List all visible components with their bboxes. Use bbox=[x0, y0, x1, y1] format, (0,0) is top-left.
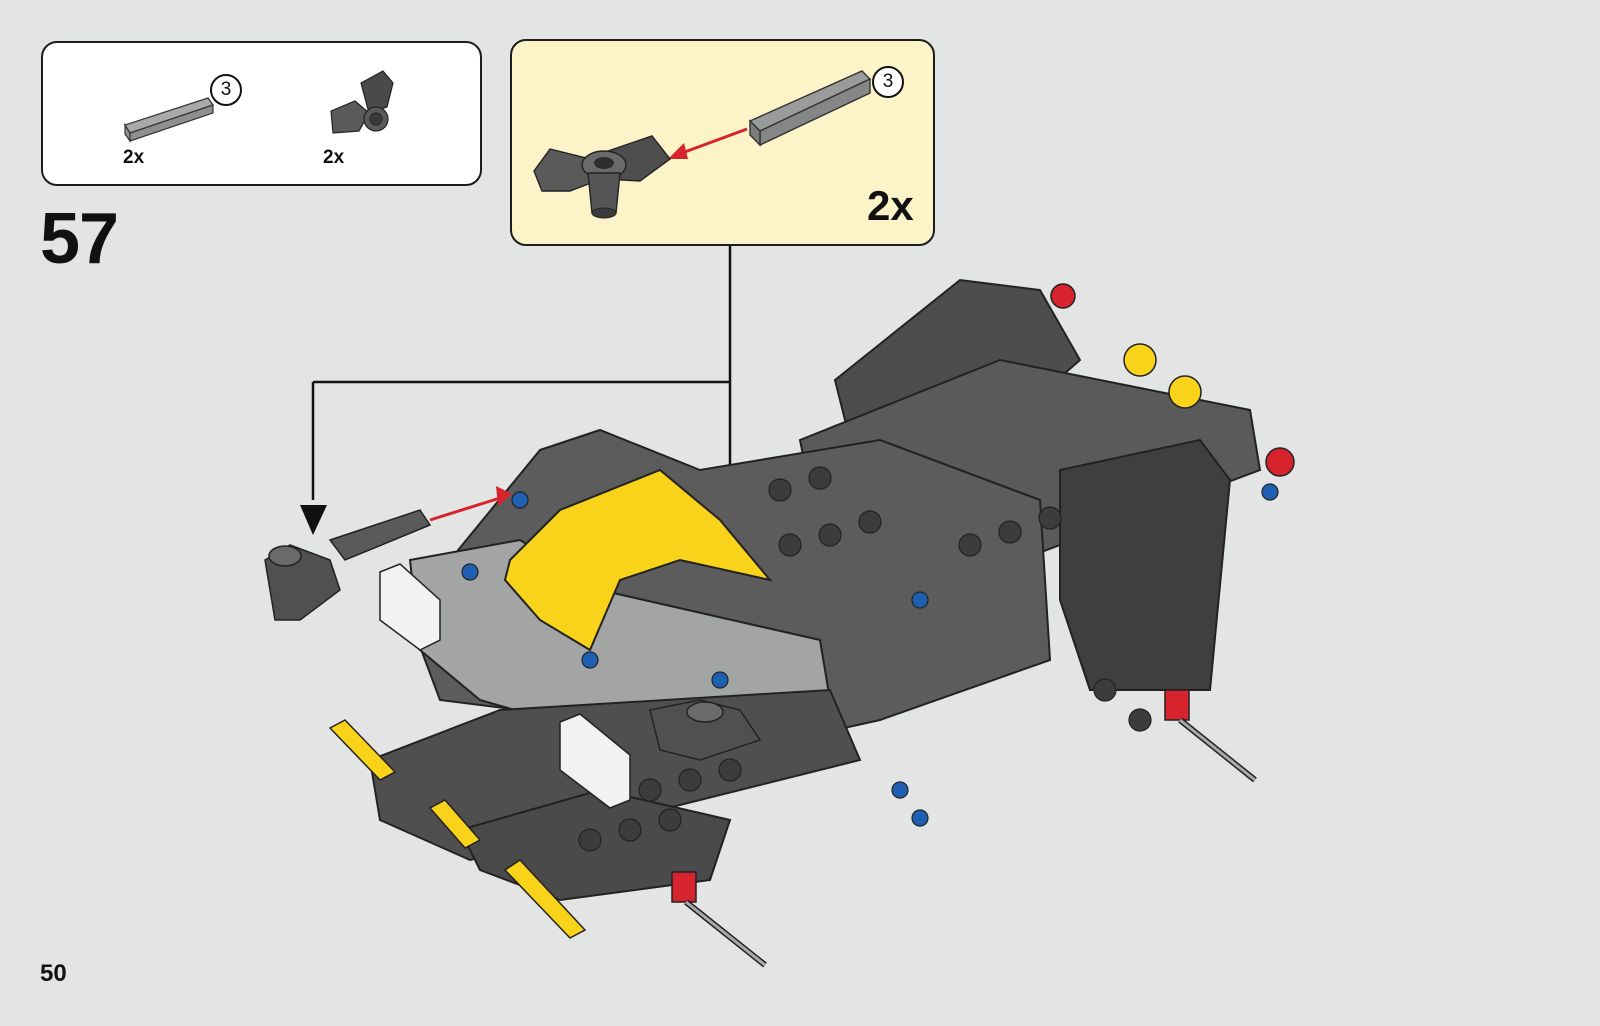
placement-arrow-right-icon bbox=[716, 660, 744, 695]
model-body bbox=[265, 280, 1294, 965]
axle-part-icon bbox=[125, 98, 213, 141]
insert-arrow-icon bbox=[668, 129, 747, 159]
angle-connector-quantity: 2x bbox=[323, 147, 344, 169]
sub-axle-length-badge: 3 bbox=[872, 66, 904, 98]
axle-quantity: 2x bbox=[123, 147, 144, 169]
callout-lines bbox=[300, 246, 744, 695]
sub-assembly-quantity: 2x bbox=[867, 182, 914, 230]
page-number: 50 bbox=[40, 960, 67, 988]
sub-assembly-callout: 3 2x bbox=[510, 39, 935, 246]
parts-list-illustration bbox=[43, 43, 484, 188]
sub-angle-connector-icon bbox=[534, 136, 670, 218]
axle-length-badge: 3 bbox=[210, 74, 242, 106]
placement-arrow-left-icon bbox=[300, 505, 327, 535]
sub-axle-icon bbox=[750, 71, 870, 145]
angle-connector-part-icon bbox=[331, 71, 393, 133]
step-number: 57 bbox=[40, 198, 118, 280]
parts-list-box: 3 2x 2x bbox=[41, 41, 482, 186]
